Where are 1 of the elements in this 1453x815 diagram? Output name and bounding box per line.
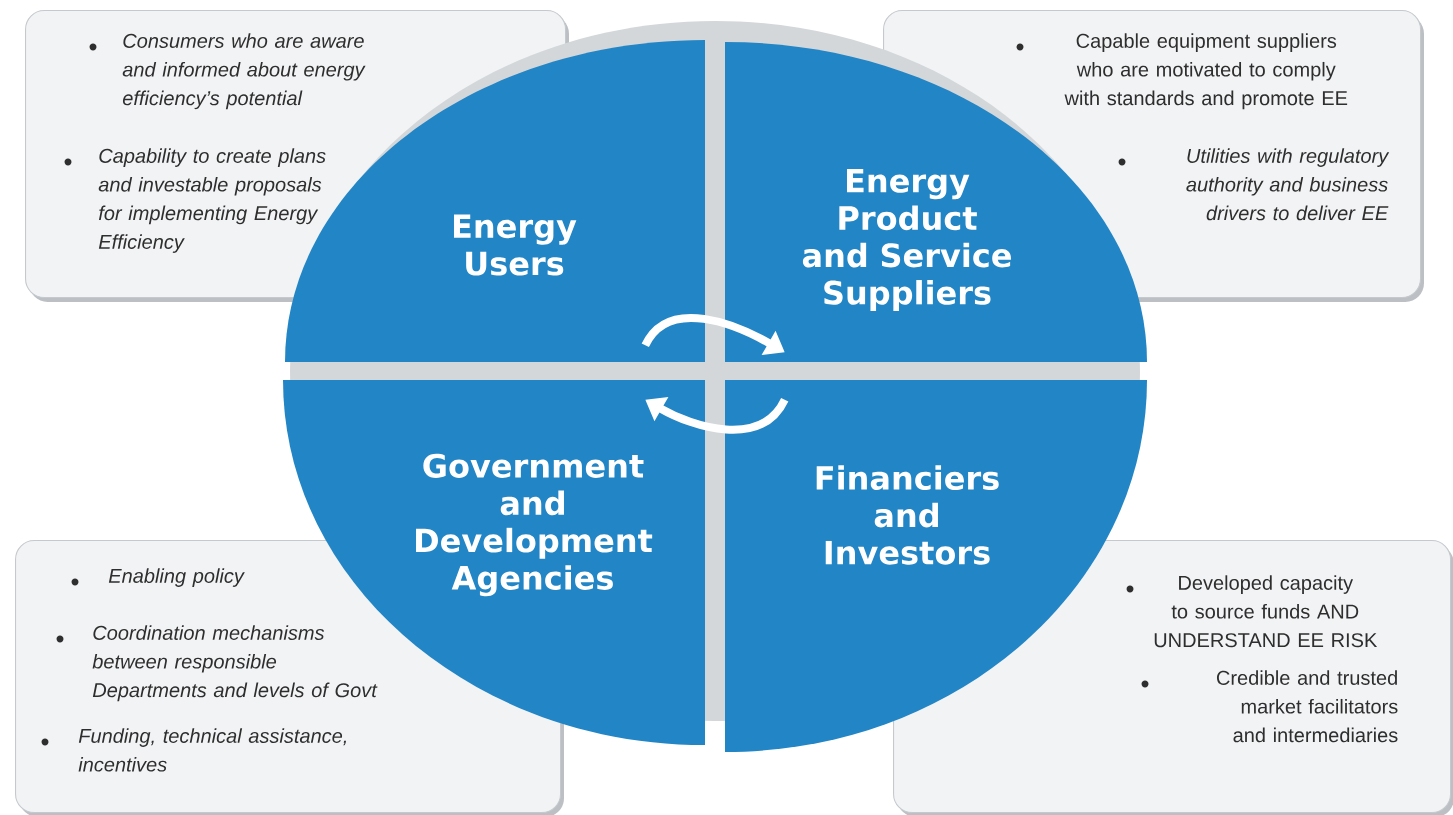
quadrant-segment: Financiers and Investors: [725, 380, 1147, 752]
